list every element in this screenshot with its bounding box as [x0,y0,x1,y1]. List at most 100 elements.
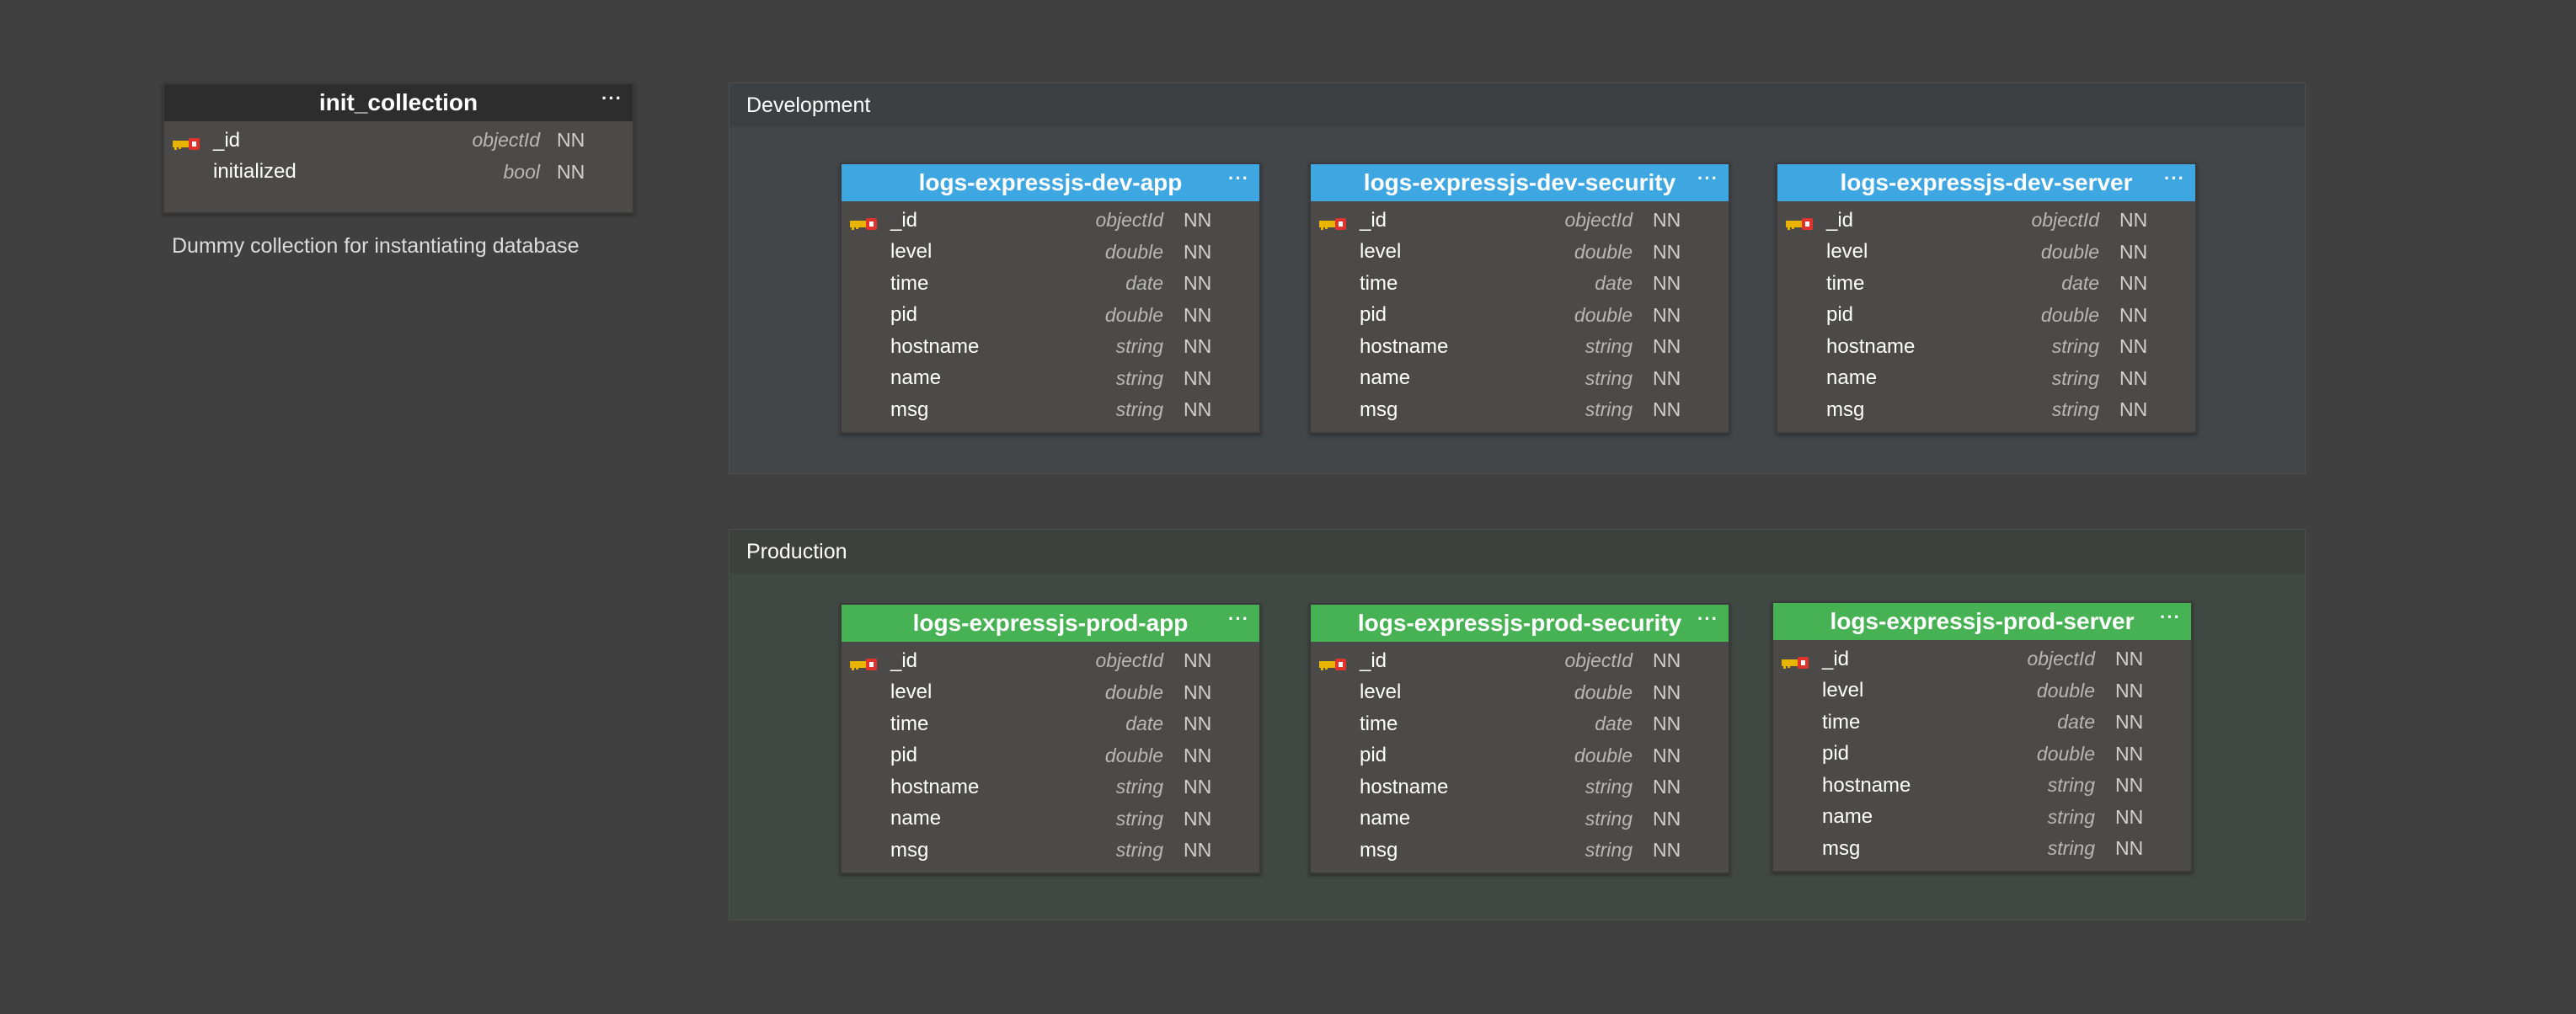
more-options-icon[interactable]: ··· [2164,168,2185,189]
collection-header[interactable]: logs-expressjs-dev-server ··· [1777,164,2195,201]
collection-header[interactable]: logs-expressjs-dev-security ··· [1311,164,1729,201]
not-null-flag: NN [1653,649,1681,672]
field-name: level [1822,679,1864,702]
more-options-icon[interactable]: ··· [1228,608,1249,629]
not-null-flag: NN [1184,680,1212,703]
collection-header[interactable]: init_collection ··· [164,84,633,121]
collection-title: logs-expressjs-prod-security [1357,610,1682,636]
collection-title: logs-expressjs-prod-server [1830,608,2135,634]
field-type: objectId [1095,649,1163,672]
not-null-flag: NN [1653,744,1681,766]
field-name: time [1360,271,1398,295]
field-name: time [1822,710,1861,734]
collection-header[interactable]: logs-expressjs-dev-app ··· [842,164,1259,201]
more-options-icon[interactable]: ··· [1697,608,1718,629]
field-name: level [1360,680,1402,704]
group-label: Production [746,539,847,563]
field-type: double [1104,744,1163,766]
field-name: msg [890,838,929,862]
collection-header[interactable]: logs-expressjs-prod-app ··· [842,605,1259,642]
field-name: msg [1822,836,1861,860]
primary-key-icon [173,133,200,150]
field-type: double [2040,240,2099,263]
not-null-flag: NN [1184,712,1212,735]
field-name: hostname [890,334,980,358]
field-type: string [2047,774,2095,797]
more-options-icon[interactable]: ··· [1697,168,1718,189]
not-null-flag: NN [1653,335,1681,358]
collection-title: logs-expressjs-prod-app [912,610,1189,636]
collection-header[interactable]: logs-expressjs-prod-security ··· [1311,605,1729,642]
more-options-icon[interactable]: ··· [1228,168,1249,189]
group-header[interactable]: Development [730,83,2305,127]
field-name: time [1826,271,1865,295]
more-options-icon[interactable]: ··· [601,88,623,109]
not-null-flag: NN [2115,711,2144,734]
collection-title: logs-expressjs-dev-security [1363,169,1676,195]
collection-header[interactable]: logs-expressjs-prod-server ··· [1773,603,2191,640]
field-type: string [1115,366,1163,389]
group-header[interactable]: Production [730,530,2305,574]
field-type: date [2061,272,2099,295]
not-null-flag: NN [1184,366,1212,389]
field-type: double [2040,303,2099,326]
more-options-icon[interactable]: ··· [2160,606,2181,627]
field-name: msg [1826,398,1865,421]
field-name: name [890,807,942,830]
field-type: double [1574,240,1633,263]
